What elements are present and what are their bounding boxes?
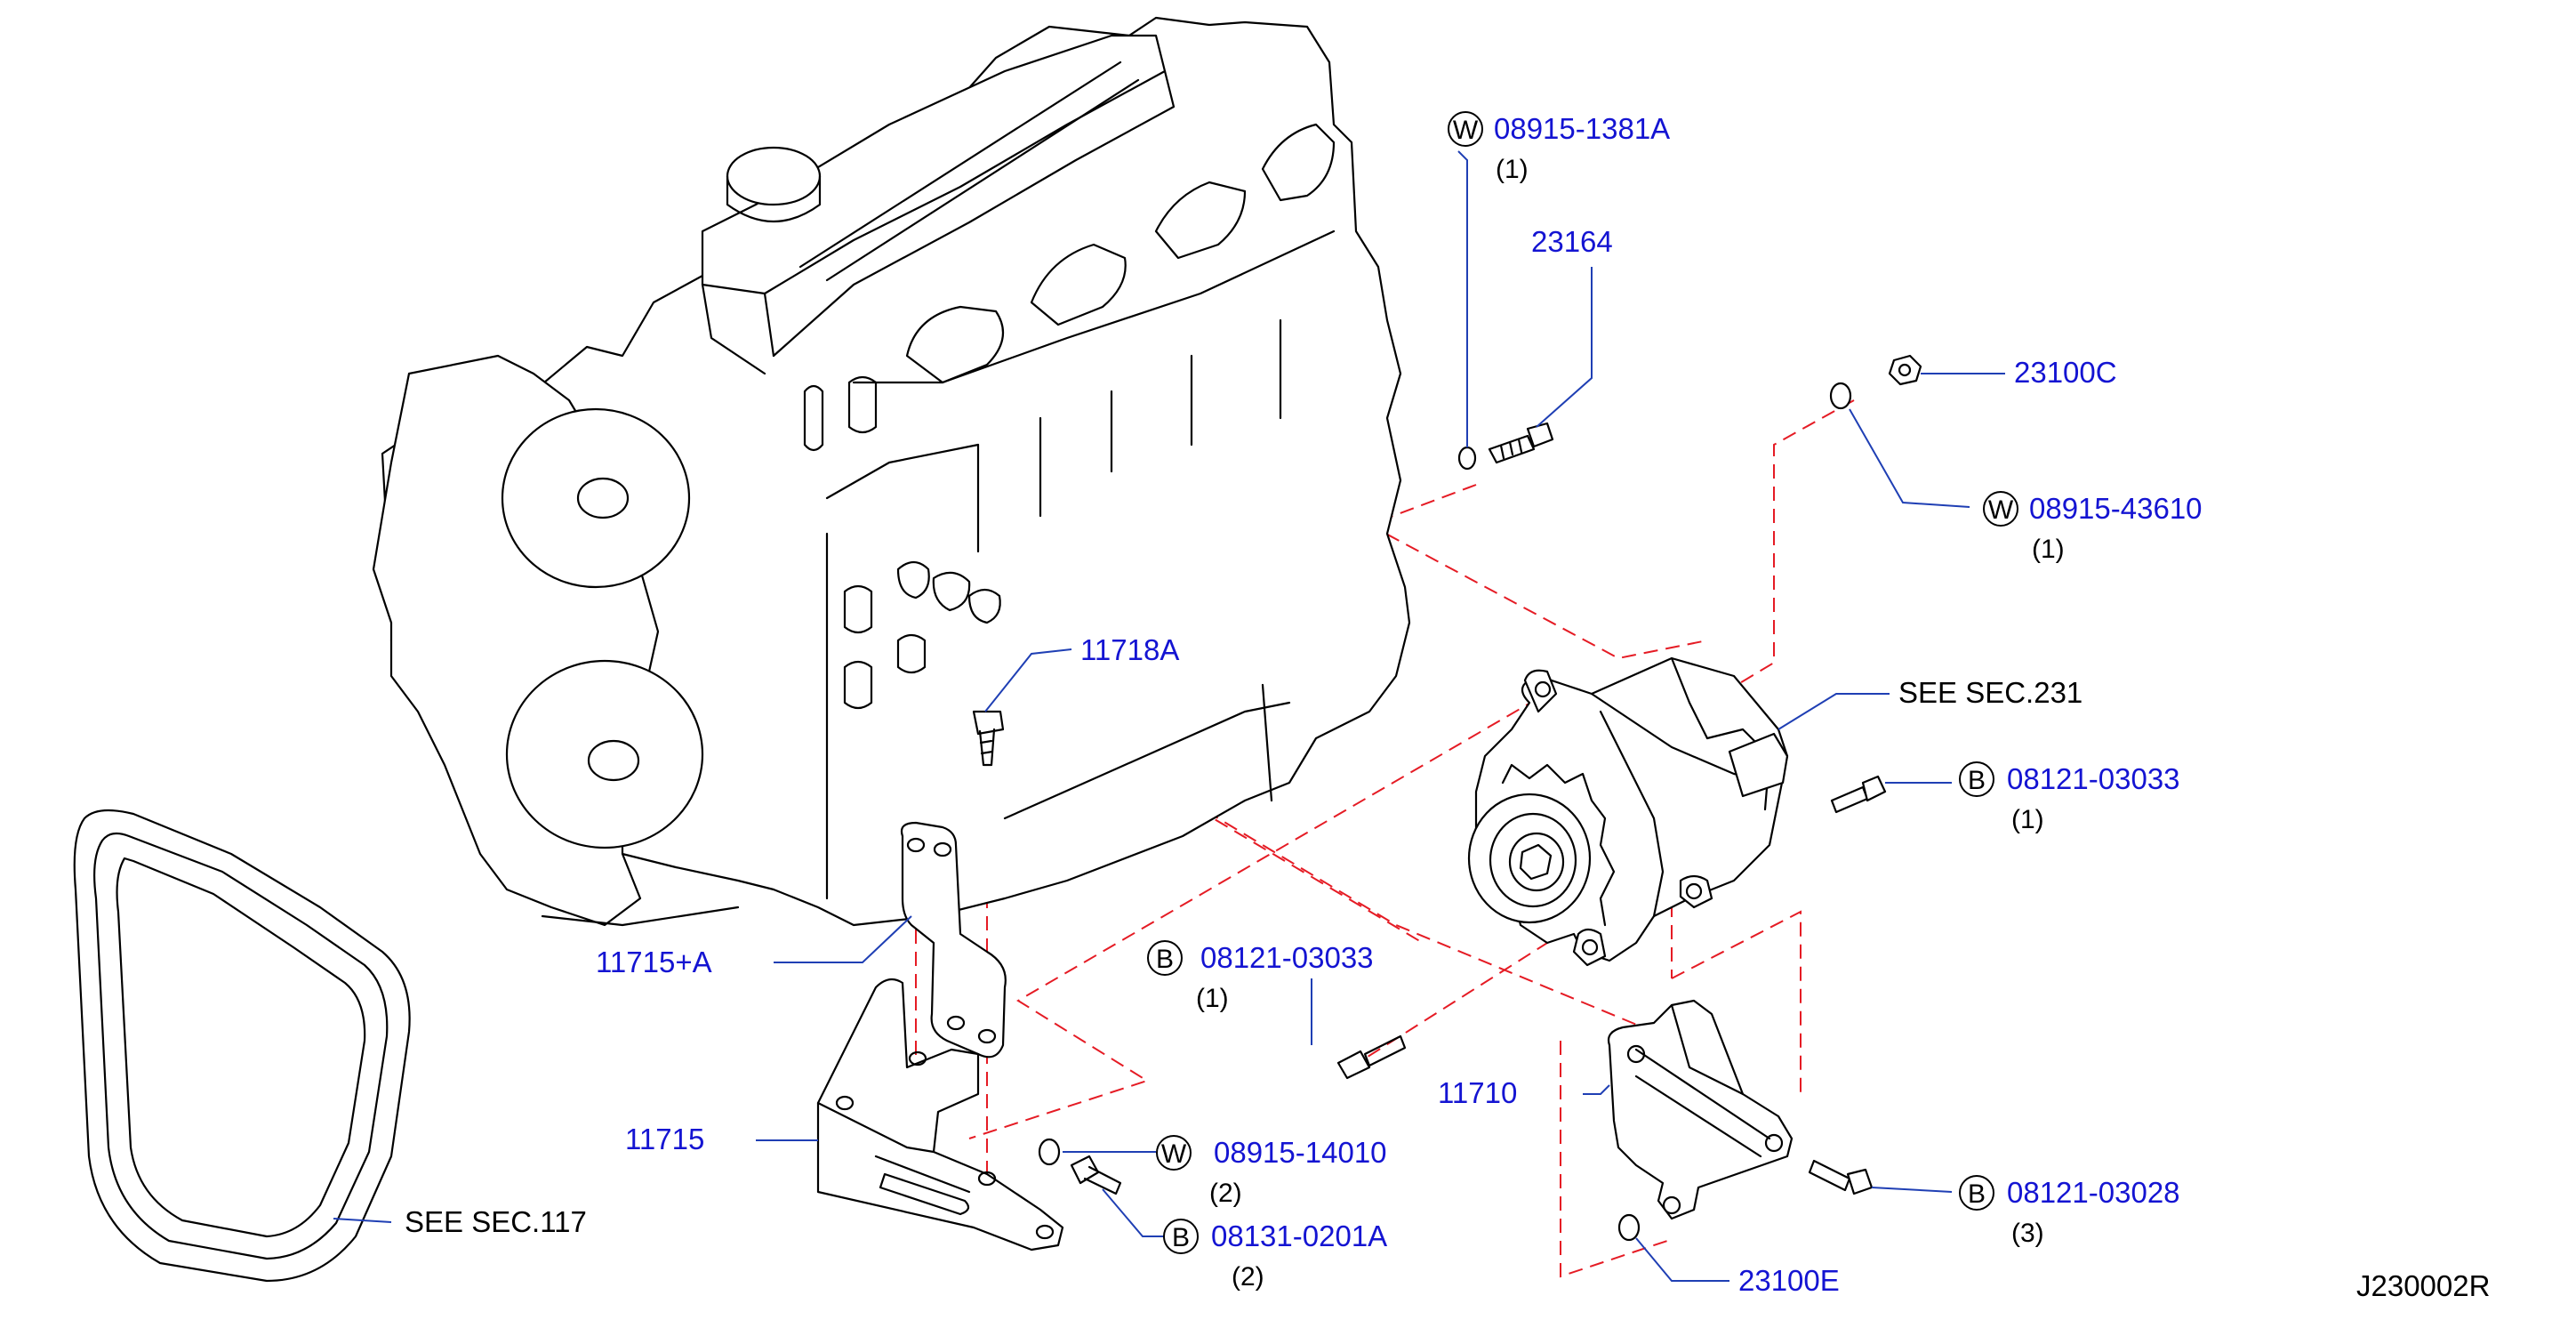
- label-w-08915-14010[interactable]: W 08915-14010 (2): [1156, 1135, 1387, 1208]
- label-23164[interactable]: 23164: [1531, 225, 1613, 258]
- label-11718a[interactable]: 11718A: [1080, 633, 1179, 666]
- part-number[interactable]: 08121-03028: [2007, 1176, 2180, 1209]
- quantity: (3): [2011, 1219, 2044, 1248]
- badge-letter: W: [1988, 495, 2014, 525]
- w-badge-icon: [1983, 491, 2018, 527]
- badge-letter: B: [1156, 945, 1174, 974]
- part-number[interactable]: 08121-03033: [1200, 941, 1374, 974]
- badge-letter: B: [1968, 766, 1986, 795]
- label-w-08915-1381a[interactable]: W 08915-1381A (1): [1448, 111, 1670, 184]
- see-section-117-link[interactable]: SEE SEC.117: [405, 1205, 587, 1238]
- label-11715[interactable]: 11715: [625, 1123, 704, 1155]
- quantity: (1): [2032, 535, 2065, 564]
- w-badge-icon: [1156, 1135, 1192, 1171]
- bracket-11715a: [900, 821, 1007, 1058]
- quantity: (2): [1232, 1262, 1264, 1292]
- part-number[interactable]: 08121-03033: [2007, 762, 2180, 795]
- w-badge-icon: [1448, 111, 1483, 147]
- label-11715-plus-a[interactable]: 11715+A: [596, 946, 712, 978]
- label-b-08121-03033-center[interactable]: B 08121-03033 (1): [1147, 940, 1374, 1013]
- bracket-11715: [816, 978, 1064, 1252]
- label-b-08131-0201a[interactable]: B 08131-0201A (2): [1163, 1219, 1387, 1292]
- quantity: (1): [1196, 984, 1229, 1013]
- part-number[interactable]: 08915-43610: [2029, 492, 2203, 525]
- b-badge-icon: [1147, 940, 1183, 976]
- quantity: (1): [1496, 155, 1529, 184]
- diagram-code: J230002R: [2356, 1269, 2490, 1302]
- label-b-08121-03033-right[interactable]: B 08121-03033 (1): [1959, 761, 2180, 834]
- label-w-08915-43610[interactable]: W 08915-43610 (1): [1983, 491, 2203, 564]
- leader-lines: [333, 150, 2005, 1282]
- engine-block: [372, 16, 1411, 927]
- badge-letter: W: [1453, 116, 1479, 145]
- label-23100e[interactable]: 23100E: [1738, 1264, 1840, 1297]
- b-badge-icon: [1959, 761, 1994, 797]
- part-number[interactable]: 08915-1381A: [1494, 112, 1670, 145]
- badge-letter: B: [1968, 1179, 1986, 1209]
- fasteners: [972, 354, 1922, 1242]
- label-b-08121-03028[interactable]: B 08121-03028 (3): [1959, 1175, 2180, 1248]
- label-11710[interactable]: 11710: [1438, 1076, 1517, 1109]
- b-badge-icon: [1959, 1175, 1994, 1211]
- quantity: (1): [2011, 805, 2044, 834]
- alternator: [1467, 656, 1789, 967]
- see-section-231-link[interactable]: SEE SEC.231: [1898, 676, 2082, 709]
- quantity: (2): [1209, 1179, 1242, 1208]
- label-23100c[interactable]: 23100C: [2014, 356, 2117, 389]
- drive-belt: [73, 809, 411, 1283]
- part-number[interactable]: 08131-0201A: [1211, 1219, 1387, 1252]
- bracket-11710: [1607, 999, 1794, 1220]
- b-badge-icon: [1163, 1219, 1199, 1254]
- badge-letter: B: [1172, 1223, 1190, 1252]
- part-number[interactable]: 08915-14010: [1214, 1136, 1387, 1169]
- badge-letter: W: [1161, 1139, 1187, 1169]
